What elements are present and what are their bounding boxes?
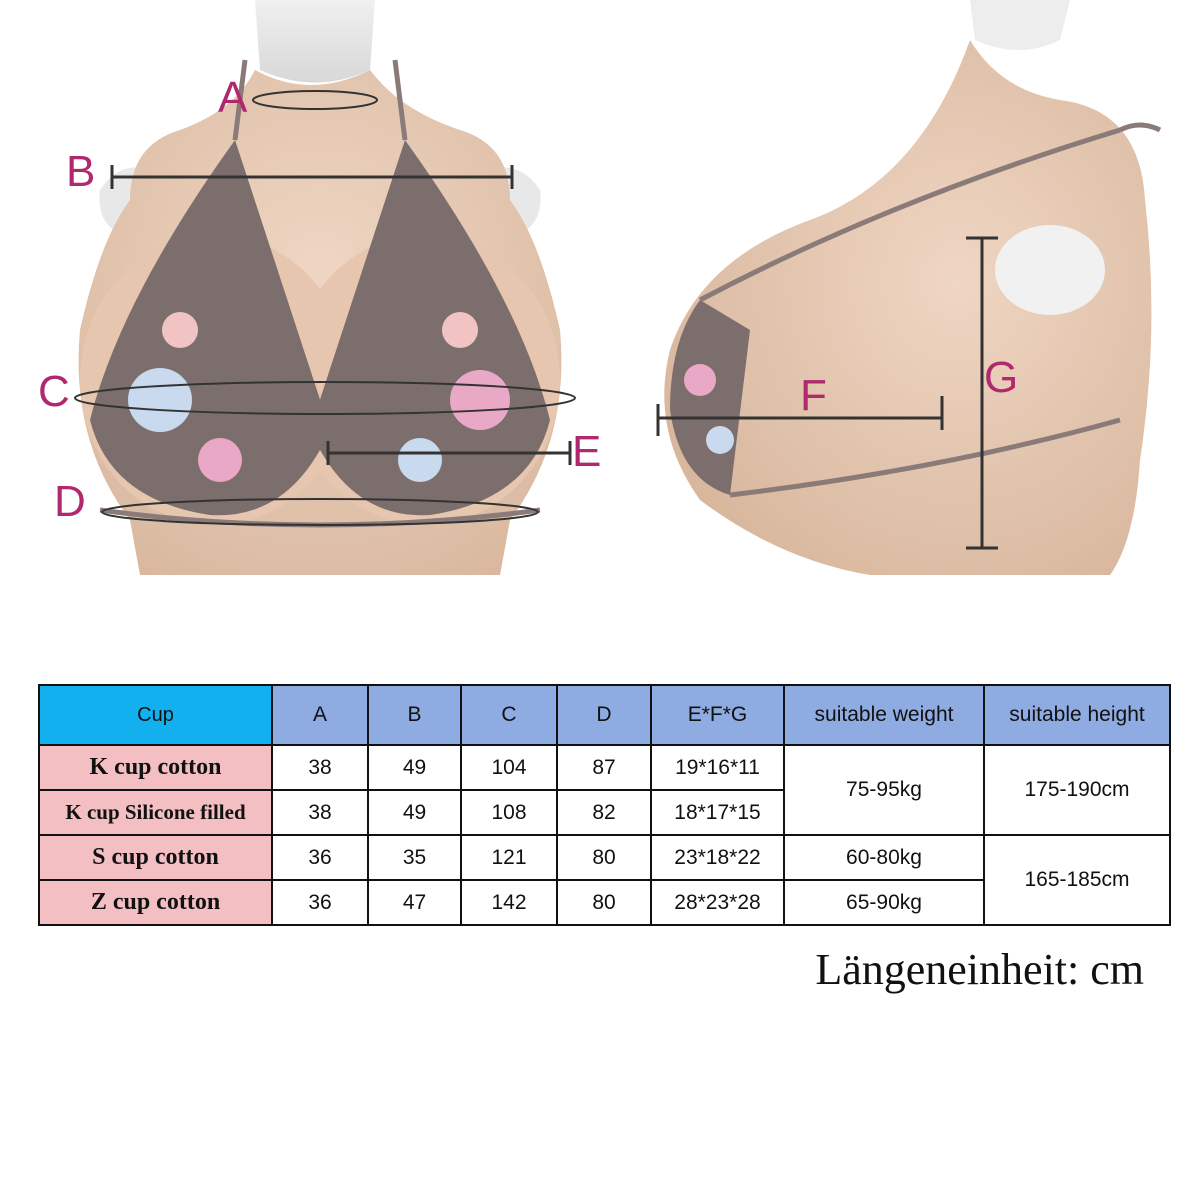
table-row: Z cup cotton 36 47 142 80 28*23*28 65-90… <box>38 879 1170 926</box>
mannequin-neck <box>255 0 375 83</box>
cell-a: 38 <box>271 744 369 791</box>
header-weight: suitable weight <box>783 684 985 746</box>
cell-a: 36 <box>271 834 369 881</box>
header-d: D <box>556 684 652 746</box>
cell-c: 108 <box>460 789 558 836</box>
table-row: K cup cotton 38 49 104 87 19*16*11 75-95… <box>38 744 1171 836</box>
header-height: suitable height <box>983 684 1171 746</box>
measure-label-a: A <box>218 73 248 122</box>
table-header-row: Cup A B C D E*F*G suitable weight suitab… <box>38 684 1171 746</box>
cell-d: 87 <box>556 744 652 791</box>
cell-a: 38 <box>271 789 369 836</box>
cell-c: 121 <box>460 834 558 881</box>
mannequin-neck-side <box>970 0 1070 50</box>
cell-b: 47 <box>367 879 462 926</box>
table-row: K cup Silicone filled 38 49 108 82 18*17… <box>38 789 1170 836</box>
cell-b: 49 <box>367 789 462 836</box>
measure-label-e: E <box>572 427 602 476</box>
cell-b: 49 <box>367 744 462 791</box>
cell-efg: 23*18*22 <box>650 834 785 881</box>
front-view-photo <box>40 0 600 580</box>
cell-d: 80 <box>556 834 652 881</box>
measure-c-line <box>74 381 576 415</box>
size-chart-table: Cup A B C D E*F*G suitable weight suitab… <box>38 684 1171 926</box>
cell-efg: 28*23*28 <box>650 879 785 926</box>
row-name: S cup cotton <box>38 834 273 881</box>
cell-d: 82 <box>556 789 652 836</box>
measure-label-c: C <box>38 367 70 416</box>
side-view-photo <box>640 0 1180 580</box>
cell-height: 165-185cm <box>983 834 1171 926</box>
measure-label-f: F <box>800 371 827 420</box>
row-name: K cup cotton <box>38 744 273 791</box>
measure-label-g: G <box>984 353 1019 402</box>
cell-a: 36 <box>271 879 369 926</box>
header-efg: E*F*G <box>650 684 785 746</box>
cell-efg: 19*16*11 <box>650 744 785 791</box>
cell-b: 35 <box>367 834 462 881</box>
cell-d: 80 <box>556 879 652 926</box>
measure-label-d: D <box>54 477 86 526</box>
cell-weight: 75-95kg <box>783 744 985 836</box>
cell-c: 104 <box>460 744 558 791</box>
cell-height: 175-190cm <box>983 744 1171 836</box>
unit-note: Längeneinheit: cm <box>815 945 1144 994</box>
row-name: K cup Silicone filled <box>38 789 273 836</box>
cell-c: 142 <box>460 879 558 926</box>
bikini-flowers <box>128 312 510 482</box>
measure-label-b: B <box>66 147 96 196</box>
header-c: C <box>460 684 558 746</box>
header-a: A <box>271 684 369 746</box>
cell-efg: 18*17*15 <box>650 789 785 836</box>
row-name: Z cup cotton <box>38 879 273 926</box>
cell-weight: 60-80kg <box>783 834 985 881</box>
measure-a-line <box>252 90 378 110</box>
measure-d-line <box>101 498 539 526</box>
mannequin-arm-side <box>995 225 1105 315</box>
header-b: B <box>367 684 462 746</box>
header-cup: Cup <box>38 684 273 746</box>
cell-weight: 65-90kg <box>783 879 985 926</box>
table-row: S cup cotton 36 35 121 80 23*18*22 60-80… <box>38 834 1171 926</box>
